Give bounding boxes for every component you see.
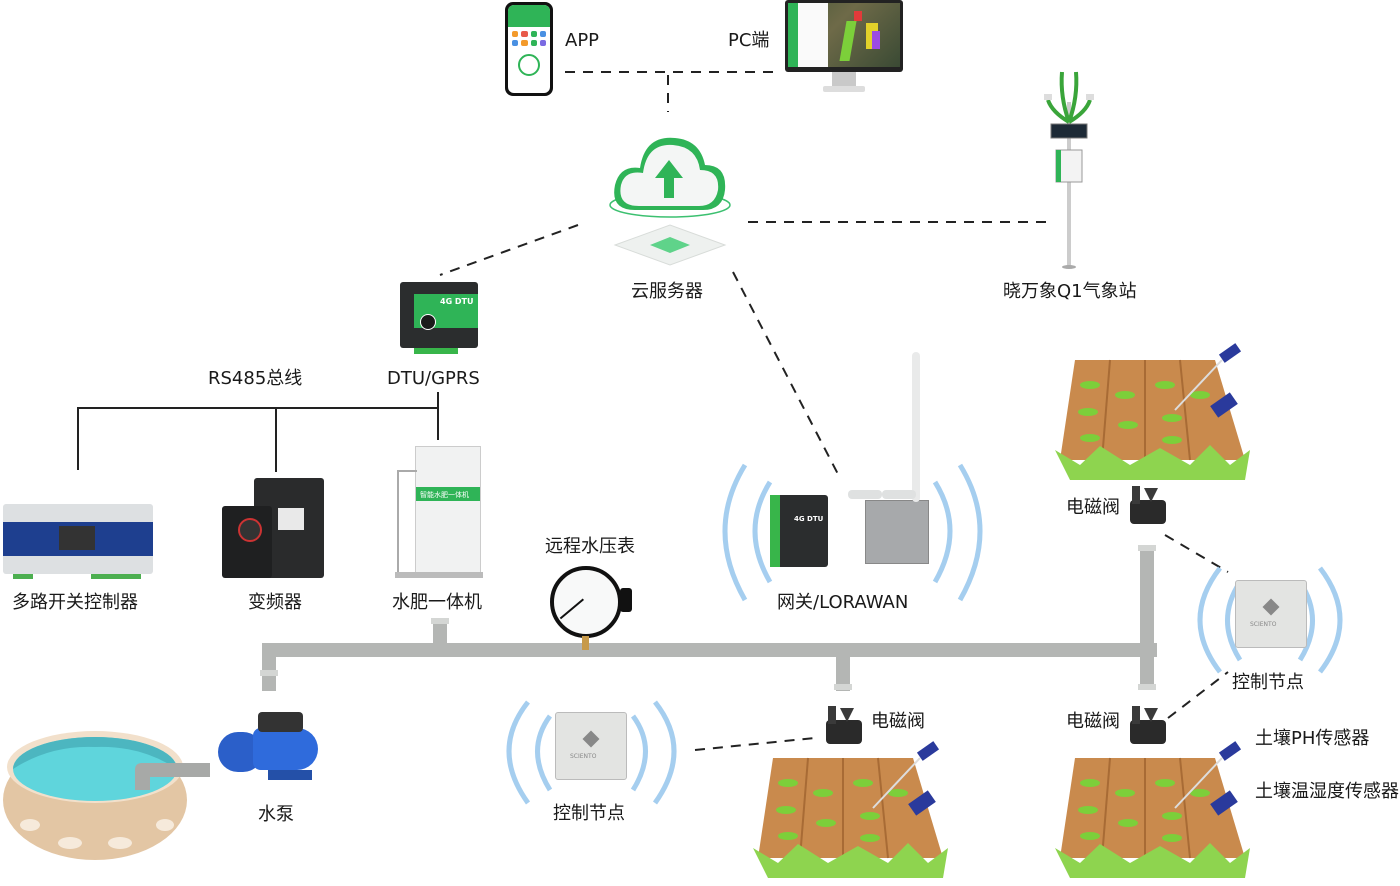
label-valve-top-right: 电磁阀	[1066, 497, 1120, 518]
pipe-pump-riser	[262, 643, 276, 691]
label-control-node-bottom: 控制节点	[553, 803, 625, 824]
pipe-mid-drop	[836, 643, 850, 691]
water-pump-icon[interactable]	[218, 712, 328, 782]
control-node-icon: SCIENTO	[1235, 580, 1307, 648]
pipe-joint	[1138, 684, 1156, 690]
signal-arc-node-bottom-r1	[652, 700, 677, 805]
label-valve-bottom-right: 电磁阀	[1066, 711, 1120, 732]
pipe-joint	[431, 618, 449, 624]
smartphone-icon[interactable]	[505, 2, 553, 96]
water-pond	[3, 731, 210, 860]
farm-field-bottom-right	[1055, 741, 1250, 878]
ph-sensor-icon	[1218, 741, 1242, 761]
solenoid-valve-icon	[826, 720, 862, 744]
pipe-fertigation-drop	[433, 618, 447, 648]
pressure-gauge-icon[interactable]	[550, 566, 640, 656]
node-device-text: SCIENTO	[570, 753, 597, 760]
solenoid-valve-bottom-mid[interactable]	[822, 706, 864, 752]
label-rs485-bus: RS485总线	[208, 368, 303, 389]
solenoid-valve-top-right[interactable]	[1126, 486, 1168, 532]
solenoid-valve-icon	[1130, 720, 1166, 744]
signal-arc-gateway-r2	[932, 480, 953, 584]
edge-node-valve-tr	[1164, 534, 1229, 573]
pipe-joint	[834, 684, 852, 690]
label-app: APP	[565, 30, 600, 51]
label-valve-bottom-mid: 电磁阀	[871, 711, 925, 732]
edge-node-valve-mid	[694, 737, 816, 751]
signal-arc-node-right-l1	[1197, 566, 1222, 674]
label-pc: PC端	[728, 30, 770, 51]
label-ph-sensor: 土壤PH传感器	[1255, 728, 1370, 749]
signal-arc-node-bottom-l1	[506, 700, 531, 805]
solenoid-valve-bottom-right[interactable]	[1126, 706, 1168, 752]
signal-arc-node-bottom-r2	[630, 714, 648, 792]
soil-sensor-icon	[1210, 392, 1238, 418]
label-cloud: 云服务器	[631, 281, 703, 302]
soil-sensor-icon	[1210, 790, 1238, 816]
label-pressure-gauge: 远程水压表	[545, 536, 635, 557]
pipe-joint	[1138, 545, 1156, 551]
label-dtu: DTU/GPRS	[387, 368, 480, 389]
solenoid-valve-icon	[1130, 500, 1166, 524]
soil-sensor-icon	[908, 790, 936, 816]
switch-controller-icon[interactable]	[3, 500, 153, 580]
label-weather-station: 晓万象Q1气象站	[1003, 281, 1137, 302]
inverter-icon[interactable]	[222, 478, 327, 580]
cloud-upload-icon[interactable]	[605, 110, 735, 270]
pipe-right-riser	[1140, 545, 1154, 690]
farm-field-bottom-mid	[753, 741, 948, 878]
label-temp-humidity-sensor: 土壤温湿度传感器	[1255, 781, 1399, 802]
monitor-icon[interactable]	[785, 0, 903, 96]
edge-cloud-dtu	[439, 224, 579, 276]
label-fertigation: 水肥一体机	[392, 592, 482, 613]
label-switch-controller: 多路开关控制器	[12, 592, 138, 613]
control-node-icon: SCIENTO	[555, 712, 627, 780]
label-inverter: 变频器	[248, 592, 302, 613]
edge-cloud-gateway	[732, 271, 841, 479]
edge-node-valve-br	[1167, 671, 1229, 719]
ph-sensor-icon	[916, 741, 940, 761]
weather-station-icon[interactable]	[1040, 62, 1100, 272]
gateway-device-text: 4G DTU	[794, 515, 824, 523]
fertigation-machine-icon[interactable]: 智能水肥一体机	[395, 440, 485, 580]
signal-arc-gateway-r1	[957, 463, 983, 602]
signal-arc-gateway-l1	[722, 463, 748, 602]
label-gateway: 网关/LORAWAN	[777, 592, 909, 613]
lora-gateway-icon[interactable]: 4G DTU	[770, 350, 940, 570]
dtu-device-icon[interactable]: 4G DTU	[400, 276, 478, 356]
pipe-main	[262, 643, 1157, 657]
edge-rs485-bus	[77, 407, 438, 470]
signal-arc-node-bottom-l2	[535, 714, 553, 792]
farm-field-top-right	[1055, 343, 1250, 480]
control-node-right[interactable]: SCIENTO	[1235, 580, 1307, 652]
ph-sensor-icon	[1218, 343, 1242, 363]
node-device-text: SCIENTO	[1250, 621, 1277, 628]
signal-arc-gateway-l2	[752, 480, 773, 584]
pipe-joint	[260, 670, 278, 676]
label-water-pump: 水泵	[258, 804, 294, 825]
control-node-bottom[interactable]: SCIENTO	[555, 712, 627, 784]
fertigation-device-text: 智能水肥一体机	[420, 491, 469, 499]
dtu-device-text: 4G DTU	[440, 297, 474, 306]
signal-arc-node-right-r1	[1318, 566, 1343, 674]
label-control-node-right: 控制节点	[1232, 672, 1304, 693]
